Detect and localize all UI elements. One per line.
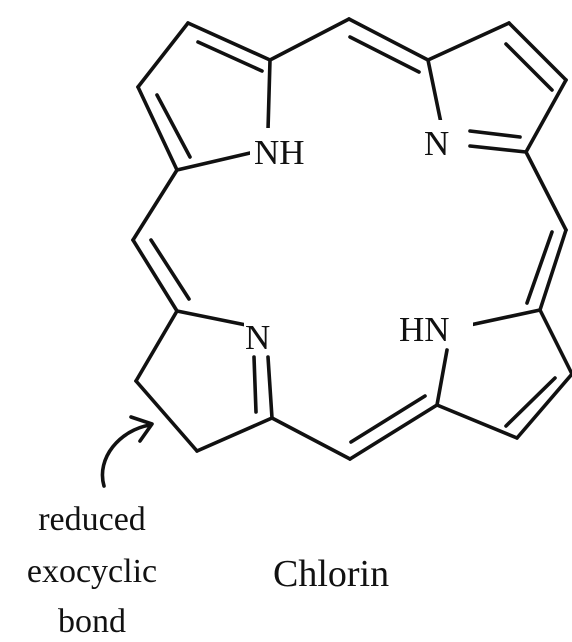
ring-bottom-left-reduced (134, 309, 274, 453)
annotation-line-3: bond (58, 603, 126, 640)
molecule-name: Chlorin (273, 553, 389, 595)
ring-top-right (426, 21, 568, 154)
bond-skeleton (100, 17, 572, 488)
reduced-bond-annotation: reduced exocyclic bond (27, 501, 157, 640)
annotation-line-1: reduced (38, 501, 146, 538)
ring-bottom-right (435, 308, 572, 440)
methine-bridges (131, 17, 568, 461)
atom-hn-bottom-right: HN (399, 310, 450, 349)
reduced-bond-arrow-icon (100, 415, 154, 488)
annotation-line-2: exocyclic (27, 553, 157, 590)
atom-nh-top: NH (254, 133, 305, 172)
ring-top-left (136, 21, 272, 172)
atom-n-bottom-left: N (245, 318, 270, 357)
atom-labels: NH N N HN (244, 120, 473, 357)
atom-n-top-right: N (424, 124, 449, 163)
